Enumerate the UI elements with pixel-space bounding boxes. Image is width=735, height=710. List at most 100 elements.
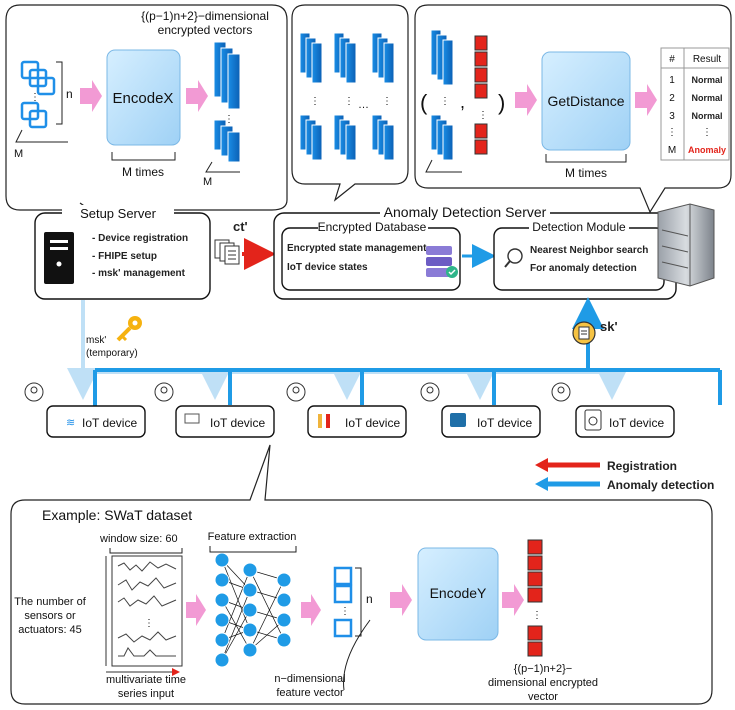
svg-text:- Device registration: - Device registration xyxy=(92,233,188,244)
input-label-2: series input xyxy=(118,688,174,700)
svg-text:IoT device states: IoT device states xyxy=(287,262,368,273)
neural-network xyxy=(214,552,292,668)
dm-title: Detection Module xyxy=(532,220,626,234)
iot-device-2: IoT device xyxy=(154,382,275,438)
svg-text:IoT device: IoT device xyxy=(345,416,400,430)
feature-vector: ⋮ xyxy=(333,566,353,638)
encodey-box xyxy=(417,547,499,641)
svg-text:Nearest Neighbor search: Nearest Neighbor search xyxy=(530,245,648,256)
ads-title: Anomaly Detection Server xyxy=(384,204,547,220)
plaintext-vectors-icon: ⋮ xyxy=(20,60,56,129)
paren-open: ( xyxy=(420,90,428,115)
iot-device-1: ≋ IoT device xyxy=(24,382,146,438)
svg-text:⋮: ⋮ xyxy=(30,92,40,103)
feature-n-label: n xyxy=(366,592,373,606)
svg-text:- FHIPE setup: - FHIPE setup xyxy=(92,251,157,262)
svg-text:⋮: ⋮ xyxy=(344,96,354,107)
table-row: 1 Normal xyxy=(669,75,722,86)
table-row: 3 Normal xyxy=(669,111,722,122)
encodex-panel: ⋮ n M EncodeX M times {(p−1)n+2}−dimensi… xyxy=(5,4,288,211)
encrypted-vectors-label-1: {(p−1)n+2}−dimensional xyxy=(141,9,269,23)
input-label-1: multivariate time xyxy=(106,674,186,686)
svg-text:⋮: ⋮ xyxy=(702,127,712,138)
svg-text:3: 3 xyxy=(669,111,675,122)
getdistance-panel: ( ⋮ , ⋮ ) GetDistance M times xyxy=(414,4,732,214)
svg-text:⋮: ⋮ xyxy=(478,110,488,121)
setup-server-title: Setup Server xyxy=(80,206,157,221)
encodex-box xyxy=(106,49,181,146)
stored-vectors-icon: ⋮ ⋮ ⋮ … xyxy=(299,32,395,161)
query-vector-icon: ⋮ xyxy=(474,35,488,155)
table-header-hash: # xyxy=(669,54,675,65)
feature-vector-label-2: feature vector xyxy=(276,687,344,699)
table-row: ⋮ ⋮ xyxy=(667,127,712,138)
registration-bus xyxy=(67,300,628,400)
m-times-right-label: M times xyxy=(565,166,607,180)
secret-key-icon xyxy=(572,321,596,345)
svg-text:⋮: ⋮ xyxy=(310,96,320,107)
svg-text:⋮: ⋮ xyxy=(532,610,542,621)
search-icon xyxy=(504,248,523,268)
sensors-label-1: The number of xyxy=(14,596,86,608)
svg-text:M: M xyxy=(668,145,676,156)
table-row: M Anomaly xyxy=(668,145,726,156)
svg-text:IoT device: IoT device xyxy=(477,416,532,430)
feature-vector-label-1: n−dimensional xyxy=(274,673,345,685)
example-panel: Example: SWaT dataset window size: 60 ⋮ … xyxy=(10,444,713,705)
msk-label: msk' xyxy=(86,335,106,346)
legend-anomaly-detection: Anomaly detection xyxy=(607,478,714,492)
svg-text:Normal: Normal xyxy=(691,75,722,85)
m-label-2: M xyxy=(203,176,212,188)
svg-text:Normal: Normal xyxy=(691,93,722,103)
msk-temporary-label: (temporary) xyxy=(86,348,138,359)
pink-arrow xyxy=(635,84,657,116)
sk-label: sk' xyxy=(600,319,618,334)
legend-registration: Registration xyxy=(607,459,677,473)
svg-text:IoT device: IoT device xyxy=(82,416,137,430)
svg-text:⋮: ⋮ xyxy=(440,96,450,107)
database-vectors-panel: ⋮ ⋮ ⋮ … xyxy=(291,4,409,202)
iot-device-3: IoT device xyxy=(286,382,407,438)
svg-text:⋮: ⋮ xyxy=(144,618,154,629)
encrypted-vectors-label-2: encrypted vectors xyxy=(158,23,253,37)
encrypted-vector-label-2: dimensional encrypted xyxy=(488,677,598,689)
pink-arrow xyxy=(515,84,537,116)
pink-arrow xyxy=(390,584,412,616)
svg-text:⋮: ⋮ xyxy=(340,606,350,617)
pink-arrow xyxy=(301,594,321,626)
svg-text:…: … xyxy=(358,99,369,111)
svg-text:IoT device: IoT device xyxy=(210,416,265,430)
svg-text:For anomaly detection: For anomaly detection xyxy=(530,263,637,274)
getdistance-box xyxy=(541,51,631,151)
iot-device-4: IoT device xyxy=(420,382,541,438)
encrypted-output-vector: ⋮ xyxy=(527,539,543,657)
getdistance-label: GetDistance xyxy=(547,93,624,109)
svg-text:1: 1 xyxy=(669,75,675,86)
encrypted-vector-label-3: vector xyxy=(528,691,558,703)
svg-text:⋮: ⋮ xyxy=(382,96,392,107)
pink-arrow xyxy=(502,584,524,616)
result-table: # Result 1 Normal 2 Normal 3 Normal ⋮ ⋮ … xyxy=(660,47,730,161)
svg-text:⋮: ⋮ xyxy=(667,127,677,138)
iot-device-5: IoT device xyxy=(551,382,675,438)
feature-extraction-label: Feature extraction xyxy=(208,531,297,543)
n-label: n xyxy=(66,87,73,101)
database-icon xyxy=(426,246,458,278)
svg-text:Normal: Normal xyxy=(691,111,722,121)
time-series-panel: ⋮ xyxy=(105,555,183,676)
setup-server: Setup Server - Device registration - FHI… xyxy=(34,205,211,300)
svg-text:Encrypted state management: Encrypted state management xyxy=(287,243,427,254)
detection-bus xyxy=(93,297,722,408)
svg-text:- msk' management: - msk' management xyxy=(92,268,186,279)
ct-label: ct' xyxy=(233,219,248,234)
svg-text:Anomaly: Anomaly xyxy=(688,145,726,155)
db-vectors-icon: ⋮ xyxy=(430,29,454,161)
documents-icon xyxy=(214,239,240,265)
table-header-result: Result xyxy=(693,54,722,65)
encodey-label: EncodeY xyxy=(430,585,487,601)
m-label: M xyxy=(14,148,23,160)
server-tower-icon xyxy=(44,232,74,284)
window-size-label: window size: 60 xyxy=(99,533,178,545)
comma: , xyxy=(460,92,465,112)
encrypted-vector-stack: ⋮ xyxy=(213,41,241,163)
